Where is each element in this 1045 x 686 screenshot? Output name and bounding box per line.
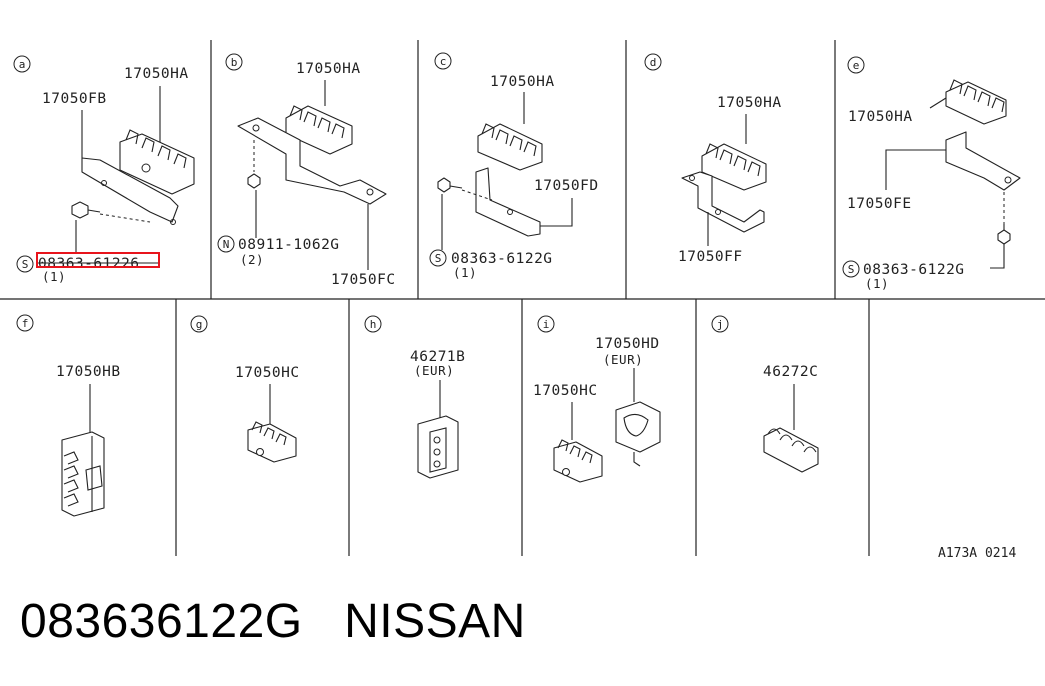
section-h: h 46271B (EUR) xyxy=(364,315,465,479)
section-c-letter: c xyxy=(440,55,447,68)
caption-brand: NISSAN xyxy=(344,595,526,648)
part-label-17050ha-d: 17050HA xyxy=(717,95,782,111)
part-label-17050ha-a: 17050HA xyxy=(124,66,189,82)
clip-17050ha-d xyxy=(701,143,767,191)
section-b: b 17050HA N 08911-1062G (2) 17050FC xyxy=(217,53,396,288)
fastener-c-qty: (1) xyxy=(453,265,477,280)
part-label-17050ha-c: 17050HA xyxy=(490,74,555,90)
grid xyxy=(0,40,1045,556)
section-a: a 17050HA 17050FB S 08363-61226 (1) xyxy=(13,55,195,284)
section-f: f 17050HB xyxy=(16,314,121,517)
bolt-e xyxy=(997,229,1011,245)
section-i-letter: i xyxy=(543,318,550,331)
fastener-a-prefix: S xyxy=(22,258,29,271)
part-label-17050ff: 17050FF xyxy=(678,249,743,265)
part-label-17050hc-g: 17050HC xyxy=(235,365,300,381)
clip-17050hb xyxy=(61,431,105,517)
fastener-b-prefix: N xyxy=(223,238,230,251)
part-label-17050ha-b: 17050HA xyxy=(296,61,361,77)
section-c: c 17050HA 17050FD S 08363-6122G (1) xyxy=(429,52,599,280)
bracket-17050fd xyxy=(475,167,541,237)
section-j-letter: j xyxy=(717,318,724,331)
fastener-b-qty: (2) xyxy=(240,252,264,267)
section-i-note: (EUR) xyxy=(603,352,643,367)
section-e-letter: e xyxy=(853,59,860,72)
section-d-letter: d xyxy=(650,56,657,69)
section-f-letter: f xyxy=(22,317,29,330)
clip-46272c xyxy=(763,427,819,473)
section-d: d 17050HA 17050FF xyxy=(644,53,782,265)
part-label-46272c: 46272C xyxy=(763,364,818,380)
fastener-e-qty: (1) xyxy=(865,276,889,291)
fastener-e-prefix: S xyxy=(848,263,855,276)
bracket-17050fc xyxy=(237,117,387,205)
section-g: g 17050HC xyxy=(190,315,300,463)
part-label-17050fb: 17050FB xyxy=(42,91,107,107)
grommet-46271b xyxy=(417,415,459,479)
part-label-17050hb: 17050HB xyxy=(56,364,121,380)
fastener-c-prefix: S xyxy=(435,252,442,265)
bracket-17050fe xyxy=(945,131,1021,191)
section-h-letter: h xyxy=(370,318,377,331)
part-label-46271b: 46271B xyxy=(410,349,465,365)
part-label-17050fd: 17050FD xyxy=(534,178,599,194)
section-j: j 46272C xyxy=(711,315,819,473)
clip-17050ha-e xyxy=(945,81,1007,125)
clip-17050ha-c xyxy=(477,123,543,171)
bracket-17050fb xyxy=(81,157,179,223)
product-caption: 083636122G NISSAN xyxy=(20,598,526,646)
diagram-reference: A173A 0214 xyxy=(938,546,1016,561)
bolt-c xyxy=(437,177,451,193)
section-h-note: (EUR) xyxy=(414,363,454,378)
fastener-e-part: 08363-6122G xyxy=(863,262,965,278)
part-label-17050hc-i: 17050HC xyxy=(533,383,598,399)
clip-17050ha-a xyxy=(119,133,195,195)
part-label-17050fc: 17050FC xyxy=(331,272,396,288)
fastener-b-part: 08911-1062G xyxy=(238,237,340,253)
fastener-a-qty: (1) xyxy=(42,269,66,284)
highlight-box xyxy=(36,252,160,268)
caption-part-number: 083636122G xyxy=(20,595,303,648)
part-label-17050hd: 17050HD xyxy=(595,336,660,352)
bracket-17050ff xyxy=(681,171,765,233)
section-a-marker xyxy=(13,55,31,73)
part-label-17050ha-e: 17050HA xyxy=(848,109,913,125)
section-i: i 17050HD (EUR) 17050HC xyxy=(533,315,661,483)
section-a-letter: a xyxy=(19,58,26,71)
nut-b xyxy=(247,173,261,189)
section-g-letter: g xyxy=(196,318,203,331)
fastener-c-part: 08363-6122G xyxy=(451,251,553,267)
part-label-17050fe: 17050FE xyxy=(847,196,912,212)
section-b-letter: b xyxy=(231,56,238,69)
clip-17050hd xyxy=(615,401,661,453)
bolt-a xyxy=(71,201,89,219)
section-e: e 17050HA 17050FE S 08363-6122G (1) xyxy=(842,56,1021,291)
